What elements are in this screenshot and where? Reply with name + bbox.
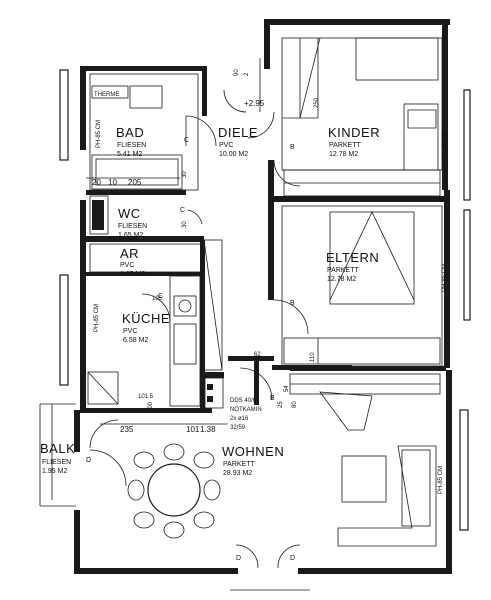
room-material: FLIESEN	[117, 142, 146, 149]
door-mark: B	[290, 300, 295, 307]
chimney-note: NOTKAMIN	[230, 407, 262, 413]
dimensions: +2.95 90 2 20 10 205 250 105 101.5 62 11…	[86, 58, 320, 434]
room-material: PVC	[120, 262, 134, 269]
room-kinder: KINDER PARKETT 12.78 M2	[328, 125, 380, 158]
dim: 200	[148, 401, 154, 412]
room-outlines	[87, 37, 443, 547]
dim: 54	[284, 385, 290, 392]
dim: 2	[244, 72, 250, 76]
doors	[89, 89, 309, 569]
ph-label: PH-85 CM	[442, 132, 448, 160]
chimney-note: 32/59	[230, 425, 246, 431]
room-area: 12.78 M2	[329, 151, 358, 158]
walls	[74, 19, 452, 574]
room-area: 28.93 M2	[223, 470, 252, 477]
room-material: PARKETT	[329, 142, 361, 149]
door-mark: B	[290, 144, 295, 151]
dim: 235	[120, 425, 134, 434]
ph-label: PH-85 CM	[94, 304, 100, 332]
chimney-note: 2x ø16	[230, 416, 249, 422]
door-mark: C	[184, 137, 189, 144]
door-mark: B	[270, 395, 275, 402]
door-mark: D	[290, 555, 295, 562]
room-name: WC	[118, 206, 141, 221]
room-bad: BAD FLIESEN 5.41 M2	[116, 125, 146, 158]
room-name: WOHNEN	[222, 444, 284, 459]
door-mark: C	[180, 207, 185, 214]
room-balk: BALK FLIESEN 1.95 M2	[40, 441, 75, 475]
plan-labels: THERME PH-85 CM PH-85 CM PH-85 CM PH-85 …	[86, 92, 448, 562]
room-diele: DIELE PVC 10.00 M2	[218, 125, 258, 158]
dim: 20	[92, 178, 101, 187]
dim: 10	[108, 178, 117, 187]
room-area: 5.41 M2	[117, 151, 142, 158]
windows	[39, 69, 471, 591]
room-material: PARKETT	[327, 267, 359, 274]
dim: 101.5	[138, 394, 154, 400]
room-material: FLIESEN	[42, 459, 71, 466]
room-wohnen: WOHNEN PARKETT 28.93 M2	[222, 444, 284, 477]
chimney-note: DDS 40/66	[230, 398, 260, 404]
dim: 30	[182, 171, 188, 178]
room-name: KÜCHE	[122, 311, 170, 326]
dim: 101	[186, 425, 200, 434]
room-name: AR	[120, 246, 139, 261]
room-eltern: ELTERN PARKETT 12.78 M2	[326, 250, 379, 283]
room-name: BAD	[116, 125, 144, 140]
room-kueche: KÜCHE PVC 6.58 M2	[122, 311, 170, 344]
room-area: 6.58 M2	[123, 337, 148, 344]
dim: 105	[152, 296, 163, 302]
door-mark: D	[86, 457, 91, 464]
room-material: FLIESEN	[118, 223, 147, 230]
room-area: 1.65 M2	[118, 232, 143, 239]
dim: 62	[254, 352, 261, 358]
dim: 205	[128, 178, 142, 187]
room-material: PARKETT	[223, 461, 255, 468]
room-name: KINDER	[328, 125, 380, 140]
dim: 110	[310, 352, 316, 362]
ph-label: PH-85 CM	[438, 466, 444, 494]
dim: 30	[182, 221, 188, 228]
room-area: 1.65 M2	[120, 271, 145, 278]
room-area: 12.78 M2	[327, 276, 356, 283]
room-material: PVC	[219, 142, 233, 149]
therme-label: THERME	[94, 92, 119, 98]
room-material: PVC	[123, 328, 137, 335]
dim: 90	[234, 69, 240, 76]
dim: 25	[278, 401, 284, 408]
dim: 80	[292, 401, 298, 408]
ph-label: PH-85 CM	[96, 120, 102, 148]
room-name: ELTERN	[326, 250, 379, 265]
elevation: +2.95	[244, 99, 265, 108]
room-ar: AR PVC 1.65 M2	[120, 246, 145, 278]
ph-label: PH-85 CM	[442, 264, 448, 292]
room-wc: WC FLIESEN 1.65 M2	[118, 206, 147, 239]
room-area: 1.95 M2	[42, 468, 67, 475]
dim: 250	[314, 97, 320, 108]
dim: 1.38	[200, 425, 216, 434]
door-mark: C	[158, 293, 163, 300]
room-name: DIELE	[218, 125, 258, 140]
door-mark: D	[236, 555, 241, 562]
room-area: 10.00 M2	[219, 151, 248, 158]
room-name: BALK	[40, 441, 75, 456]
